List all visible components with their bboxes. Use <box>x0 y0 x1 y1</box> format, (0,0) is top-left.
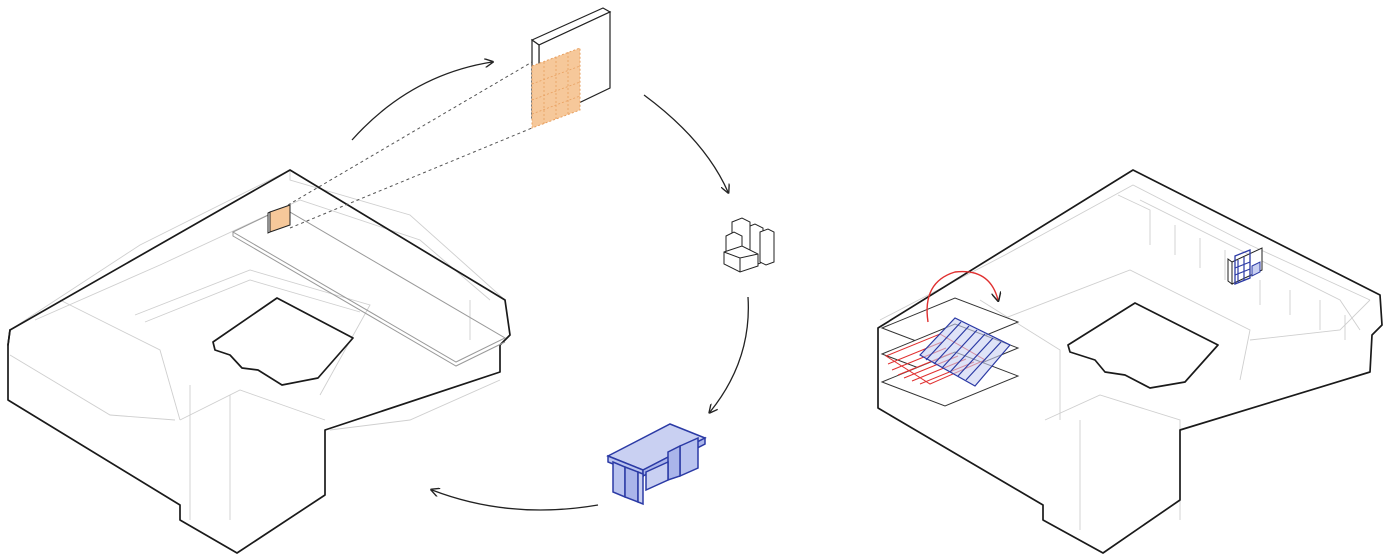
shelf-module-icon <box>1227 247 1263 285</box>
arrow-to-panel <box>351 62 492 141</box>
wall-panel-icon <box>530 7 612 129</box>
stacked-blocks-icon <box>723 217 775 273</box>
cycle-arrows <box>351 62 749 511</box>
desk-icon <box>606 423 707 506</box>
right-building-icon <box>877 169 1383 554</box>
arrow-to-desk <box>710 296 749 412</box>
stacked-floor-plates-icon <box>880 270 1020 407</box>
left-building-icon <box>7 169 511 554</box>
arrow-to-building <box>432 490 599 511</box>
arrow-to-blocks <box>643 94 728 192</box>
projection-lines <box>287 61 533 229</box>
rotation-arrow-icon <box>926 270 998 323</box>
